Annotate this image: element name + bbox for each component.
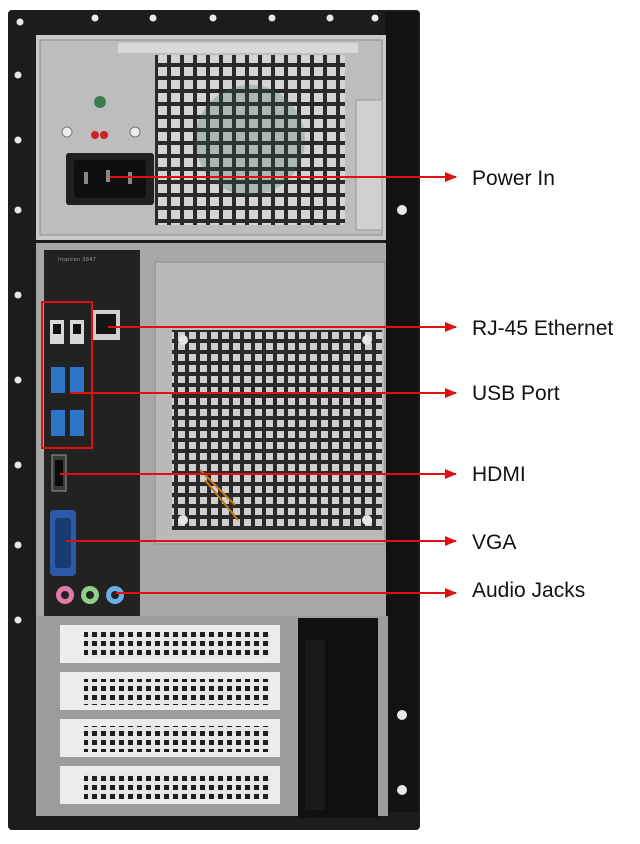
io-shield bbox=[41, 250, 140, 618]
case-fan-grill bbox=[172, 330, 382, 530]
case-screws bbox=[14, 14, 407, 795]
callout-arrows bbox=[60, 172, 457, 598]
psu-fan-grill bbox=[155, 55, 345, 225]
usb-highlight-box bbox=[41, 301, 93, 449]
label-usb-port: USB Port bbox=[472, 382, 560, 405]
psu-led bbox=[94, 96, 106, 108]
power-socket bbox=[66, 153, 154, 205]
voltage-switch-icon bbox=[91, 131, 108, 139]
label-vga: VGA bbox=[472, 531, 517, 554]
usb3-ports bbox=[51, 367, 84, 436]
label-power-in: Power In bbox=[472, 167, 555, 190]
audio-jacks-ports bbox=[56, 586, 124, 604]
vga-port bbox=[50, 510, 76, 576]
expansion-slots bbox=[36, 616, 388, 818]
usb2-ports bbox=[50, 320, 84, 344]
rj45-port bbox=[92, 310, 120, 340]
power-supply bbox=[36, 35, 386, 240]
case-right-bezel bbox=[385, 12, 418, 812]
brand-text: Inspiron 3847 bbox=[58, 257, 97, 263]
label-rj45-ethernet: RJ-45 Ethernet bbox=[472, 317, 614, 340]
label-hdmi: HDMI bbox=[472, 463, 526, 486]
label-audio-jacks: Audio Jacks bbox=[472, 579, 586, 602]
